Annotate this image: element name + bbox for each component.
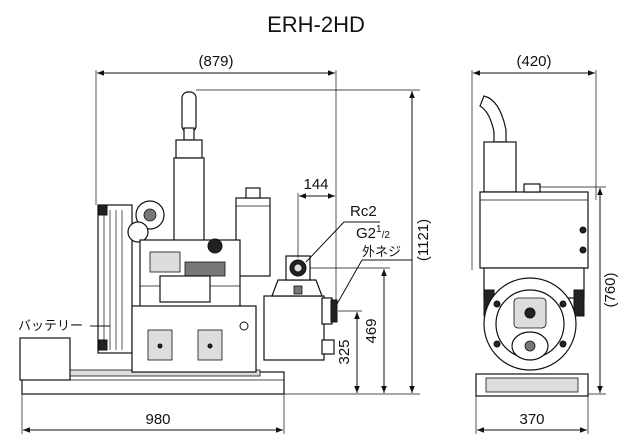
label-external-thread: 外ネジ (362, 245, 401, 260)
label-g-thread: G21/2 (356, 224, 390, 242)
side-dimensions: (420) (760) 370 (471, 53, 619, 434)
dim-side-height: (760) (602, 272, 619, 307)
dim-side-width: (420) (516, 53, 551, 70)
pump-body (263, 295, 325, 361)
air-cleaner (235, 197, 271, 277)
battery-shape (19, 337, 71, 381)
dim-front-height: (1121) (415, 219, 432, 261)
dim-outlet-height: 469 (363, 318, 380, 343)
dim-inlet-height: 325 (336, 339, 353, 364)
label-rc-thread: Rc2 (350, 203, 377, 220)
dim-front-width: (879) (198, 53, 233, 70)
dim-side-base-width: 370 (519, 411, 544, 428)
dim-pipe-offset: 144 (303, 176, 328, 193)
front-view (19, 91, 338, 395)
dim-base-length: 980 (145, 411, 170, 428)
front-dimensions: (879) 144 (1121) 469 325 980 Rc2 G21/2 外… (18, 53, 432, 434)
side-view (475, 95, 589, 397)
label-battery: バッテリー (18, 319, 83, 334)
drawing-title: ERH-2HD (267, 12, 365, 37)
side-exhaust (479, 95, 507, 143)
exhaust-pipe (181, 91, 197, 133)
radiator (97, 204, 133, 354)
side-tank (479, 191, 589, 269)
